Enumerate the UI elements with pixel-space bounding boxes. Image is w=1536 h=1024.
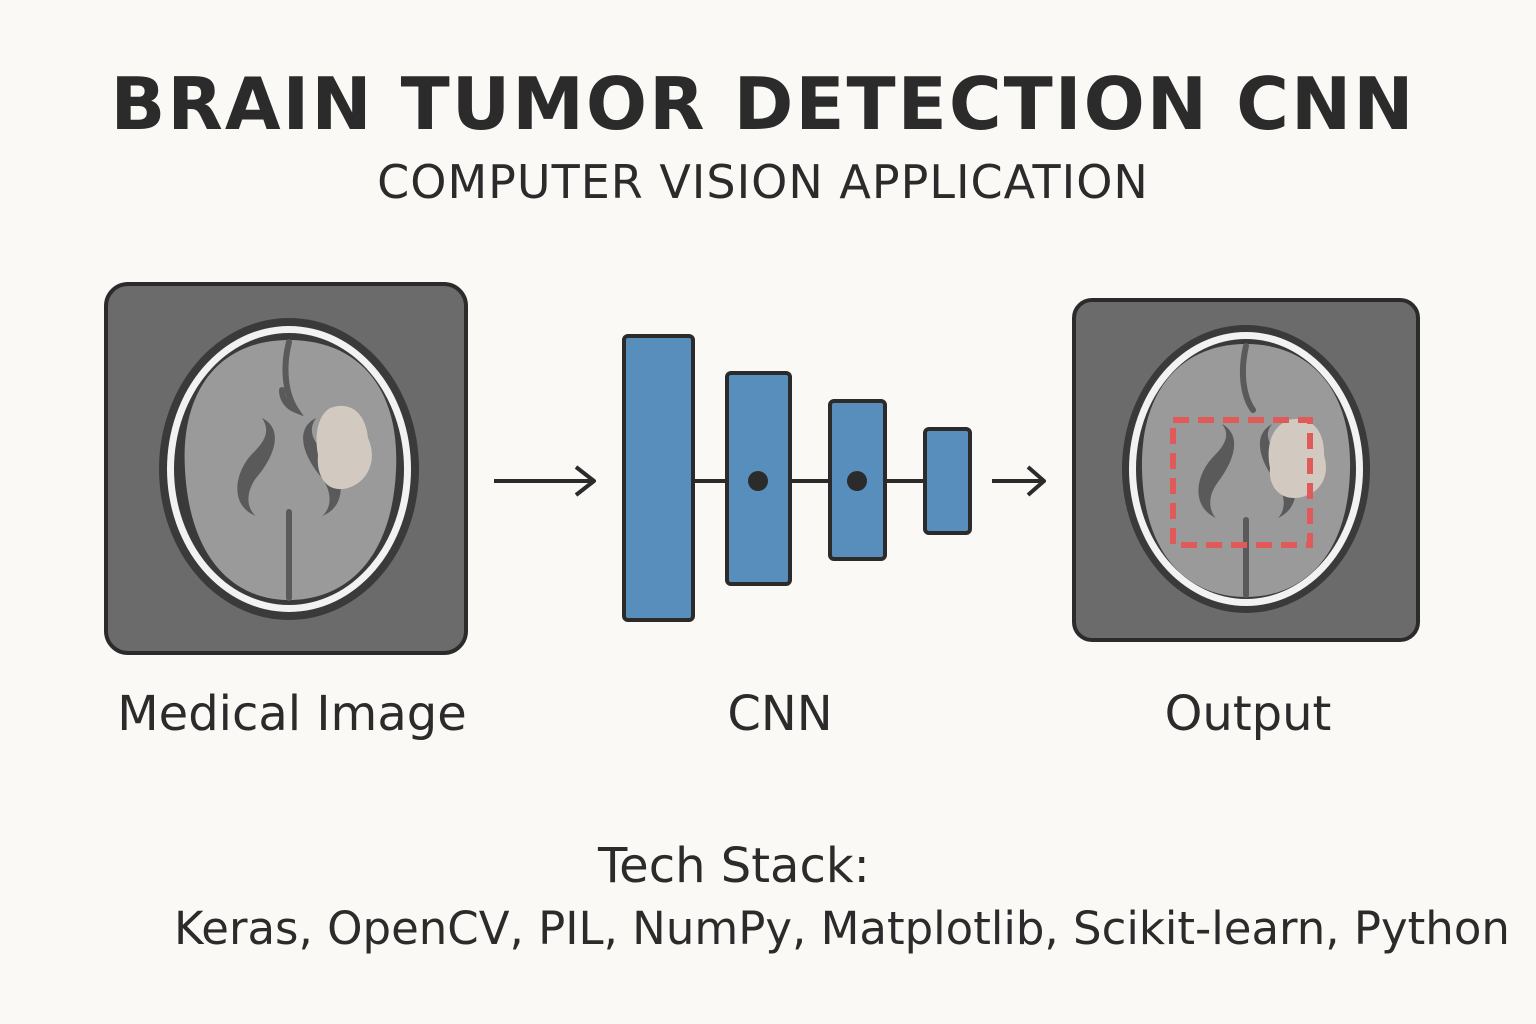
detection-bounding-box bbox=[1170, 417, 1313, 548]
arrow-input-to-cnn bbox=[494, 465, 596, 497]
cnn-layer-4 bbox=[923, 427, 972, 535]
output-mri-scan bbox=[1072, 298, 1420, 642]
detected-tumor bbox=[1268, 418, 1326, 499]
model-stage-label: CNN bbox=[727, 686, 833, 742]
tech-stack-heading: Tech Stack: bbox=[598, 838, 870, 894]
cnn-layer-1 bbox=[622, 334, 695, 622]
cnn-node-1 bbox=[748, 471, 768, 491]
cnn-node-2 bbox=[847, 471, 867, 491]
tech-stack-list: Keras, OpenCV, PIL, NumPy, Matplotlib, S… bbox=[174, 902, 1510, 955]
diagram-subtitle: COMPUTER VISION APPLICATION bbox=[377, 155, 1149, 209]
input-stage-label: Medical Image bbox=[117, 686, 467, 742]
cnn-network bbox=[622, 334, 972, 622]
arrow-cnn-to-output bbox=[992, 465, 1046, 497]
tumor-region bbox=[316, 405, 372, 490]
input-mri-scan bbox=[104, 282, 468, 655]
diagram-title: BRAIN TUMOR DETECTION CNN bbox=[110, 62, 1416, 146]
output-stage-label: Output bbox=[1164, 686, 1332, 742]
